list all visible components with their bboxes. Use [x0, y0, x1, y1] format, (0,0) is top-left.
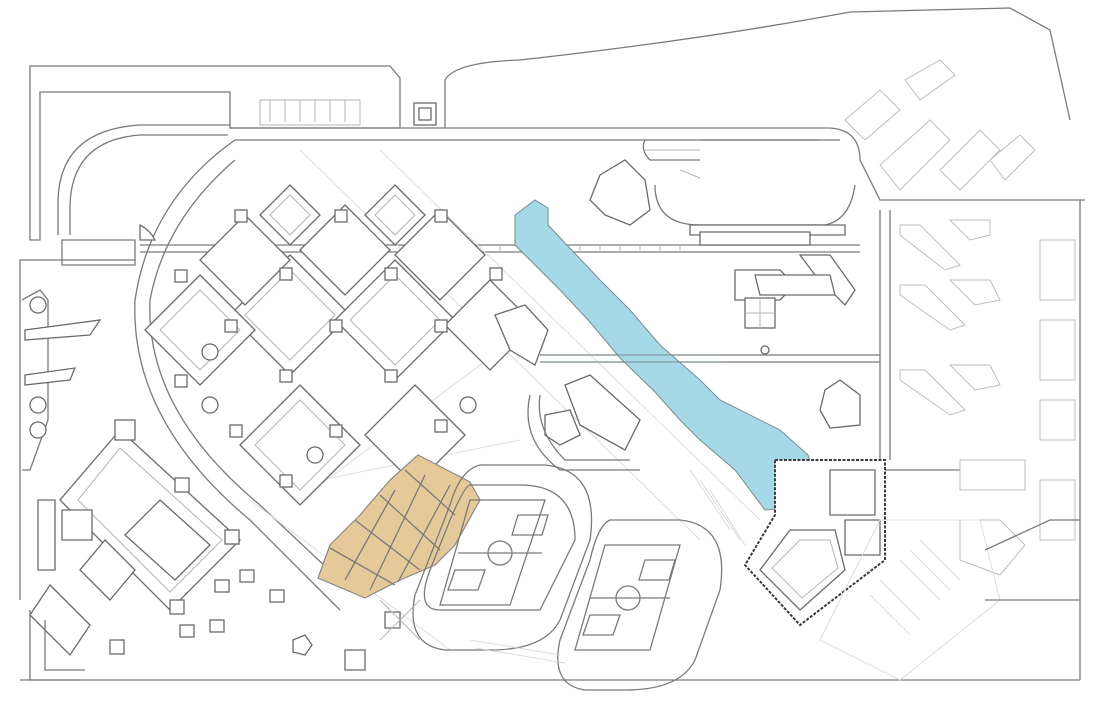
central-buildings	[379, 304, 641, 641]
southeast-blocks	[819, 519, 1080, 681]
sports-field-lower	[469, 469, 746, 691]
parking-top	[259, 99, 437, 126]
left-building-complex	[29, 419, 366, 681]
northeast-buildings	[589, 139, 861, 429]
highlighted-block	[317, 454, 481, 599]
square-hall	[743, 459, 886, 627]
sports-field-upper	[412, 464, 593, 651]
loop-road	[134, 139, 346, 611]
residential-rows	[844, 59, 1076, 576]
west-parcels	[21, 223, 157, 471]
diamond-building-complex	[144, 184, 536, 506]
